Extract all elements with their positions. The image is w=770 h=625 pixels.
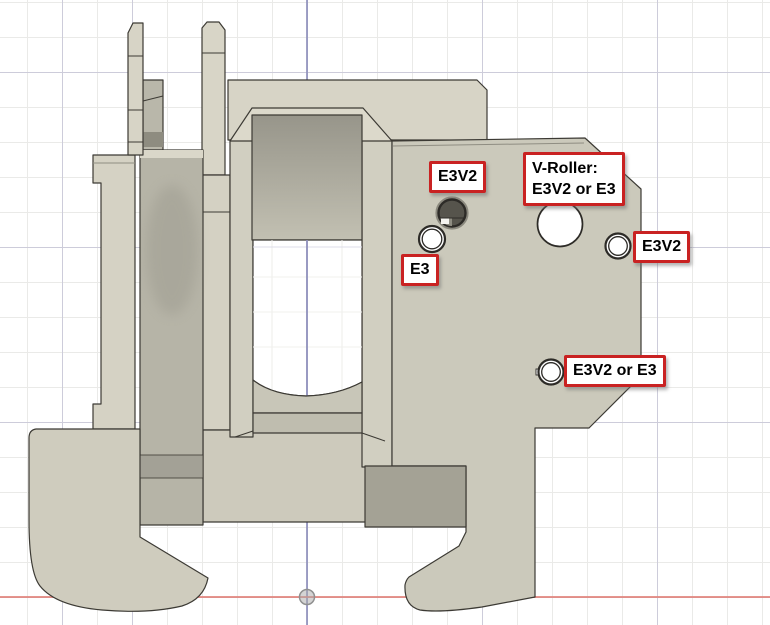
bore-wall-right[interactable]	[361, 139, 393, 468]
annotation-e3: E3	[401, 254, 439, 286]
wall-corner-line	[234, 430, 254, 438]
bore-saddle-band	[252, 412, 363, 434]
hole-e3v2-right[interactable]	[604, 232, 632, 260]
left-wall-face[interactable]	[92, 154, 136, 430]
grid-through-hole	[253, 240, 362, 396]
part-model[interactable]	[28, 21, 642, 612]
rear-prong-right[interactable]	[201, 21, 226, 176]
bore-wall-left[interactable]	[229, 139, 254, 438]
hole-v-roller[interactable]	[536, 200, 584, 248]
cut-column-top-face	[140, 150, 203, 158]
wall-corner-line	[361, 432, 386, 442]
annotation-v-roller-line2: E3V2 or E3	[532, 181, 616, 198]
x-axis-line	[0, 596, 770, 598]
plate-top-chamfer-line	[392, 142, 585, 147]
cut-edge-line	[142, 95, 164, 102]
origin-marker[interactable]	[298, 588, 316, 606]
annotation-e3v2-or-e3-bottom: E3V2 or E3	[564, 355, 666, 387]
hole-e3-left[interactable]	[417, 224, 447, 254]
hole-e3v2-top[interactable]	[435, 196, 469, 230]
shading-smudge	[146, 185, 198, 315]
left-foot-hook[interactable]	[28, 428, 209, 612]
annotation-e3v2-top: E3V2	[429, 161, 487, 193]
front-prong-left[interactable]	[127, 22, 144, 156]
rear-prong-right-lower[interactable]	[201, 174, 231, 431]
annotation-e3v2-right: E3V2	[633, 231, 691, 263]
cut-column-dark-band	[139, 454, 204, 479]
annotation-v-roller: V-Roller: E3V2 or E3	[523, 152, 625, 206]
base-underside-face[interactable]	[364, 465, 467, 528]
mounting-plate-face[interactable]	[391, 137, 642, 612]
annotation-v-roller-line1: V-Roller:	[532, 160, 598, 177]
cut-dark-band	[143, 132, 163, 147]
bore-saddle-face[interactable]	[252, 379, 363, 414]
bore-inner-cylinder[interactable]	[251, 114, 363, 241]
